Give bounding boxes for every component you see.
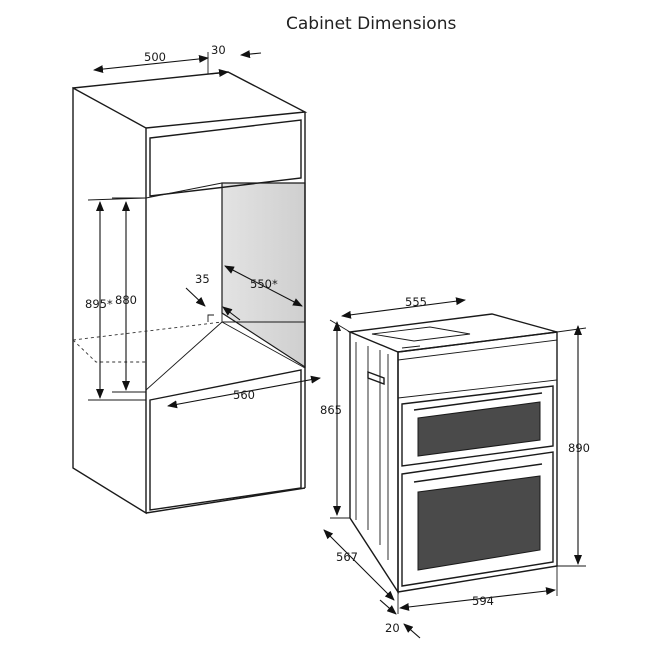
label-cabinet-width: 560 bbox=[233, 388, 255, 402]
dim-cabinet-recess bbox=[185, 287, 206, 307]
dim-cabinet-depth-extra-right bbox=[240, 50, 262, 59]
label-cabinet-height-outer: 895* bbox=[85, 297, 113, 311]
dim-oven-depth bbox=[341, 297, 466, 319]
dim-cabinet-recess-right bbox=[222, 306, 241, 321]
oven-lower-handle bbox=[413, 463, 543, 483]
dim-oven-door-thickness-right bbox=[403, 623, 421, 639]
cabinet-lower-panel bbox=[149, 369, 302, 511]
label-oven-depth: 555 bbox=[405, 295, 427, 309]
label-cabinet-back-depth: 550* bbox=[250, 277, 278, 291]
cabinet-drawing: 500 30 895* 880 35 550* 560 bbox=[72, 43, 321, 515]
oven-upper-door bbox=[401, 385, 554, 467]
dim-oven-depth-side bbox=[323, 529, 395, 601]
oven-lower-window bbox=[417, 475, 541, 571]
dim-cabinet-depth bbox=[93, 54, 209, 74]
dim-oven-door-thickness bbox=[379, 599, 397, 615]
oven-side-ribs bbox=[355, 342, 389, 560]
title-text: Cabinet Dimensions bbox=[286, 14, 457, 34]
label-oven-height-body: 865 bbox=[320, 403, 342, 417]
oven-control-panel bbox=[397, 339, 558, 399]
label-oven-width: 594 bbox=[472, 594, 494, 608]
label-oven-depth-side: 567 bbox=[336, 550, 358, 564]
dim-cabinet-depth-extra bbox=[209, 69, 229, 77]
oven-upper-handle bbox=[413, 392, 543, 411]
cabinet-recess-step bbox=[207, 314, 214, 322]
oven-drawing: 555 865 890 567 594 20 bbox=[320, 295, 590, 639]
label-cabinet-height-inner: 880 bbox=[115, 293, 137, 307]
cabinet-extension-lines bbox=[87, 197, 147, 401]
label-cabinet-depth: 500 bbox=[144, 50, 166, 64]
oven-side-handle-slot bbox=[367, 370, 385, 386]
label-oven-height-total: 890 bbox=[568, 441, 590, 455]
cabinet-upper-panel bbox=[149, 119, 302, 197]
dim-oven-width bbox=[399, 587, 556, 611]
label-cabinet-recess: 35 bbox=[195, 272, 210, 286]
dim-cabinet-width bbox=[167, 375, 321, 409]
oven-upper-window bbox=[417, 401, 541, 457]
cabinet-opening-left bbox=[145, 182, 223, 313]
label-cabinet-depth-extra: 30 bbox=[211, 43, 226, 57]
oven-top-vent bbox=[371, 326, 471, 349]
cabinet-top bbox=[72, 71, 308, 129]
dim-cabinet-back-depth bbox=[224, 265, 303, 307]
oven-lower-door bbox=[401, 451, 554, 587]
label-oven-door-thickness: 20 bbox=[385, 621, 400, 635]
cabinet-front-bottom-edge bbox=[145, 487, 306, 514]
cabinet-back-panel bbox=[221, 182, 306, 369]
